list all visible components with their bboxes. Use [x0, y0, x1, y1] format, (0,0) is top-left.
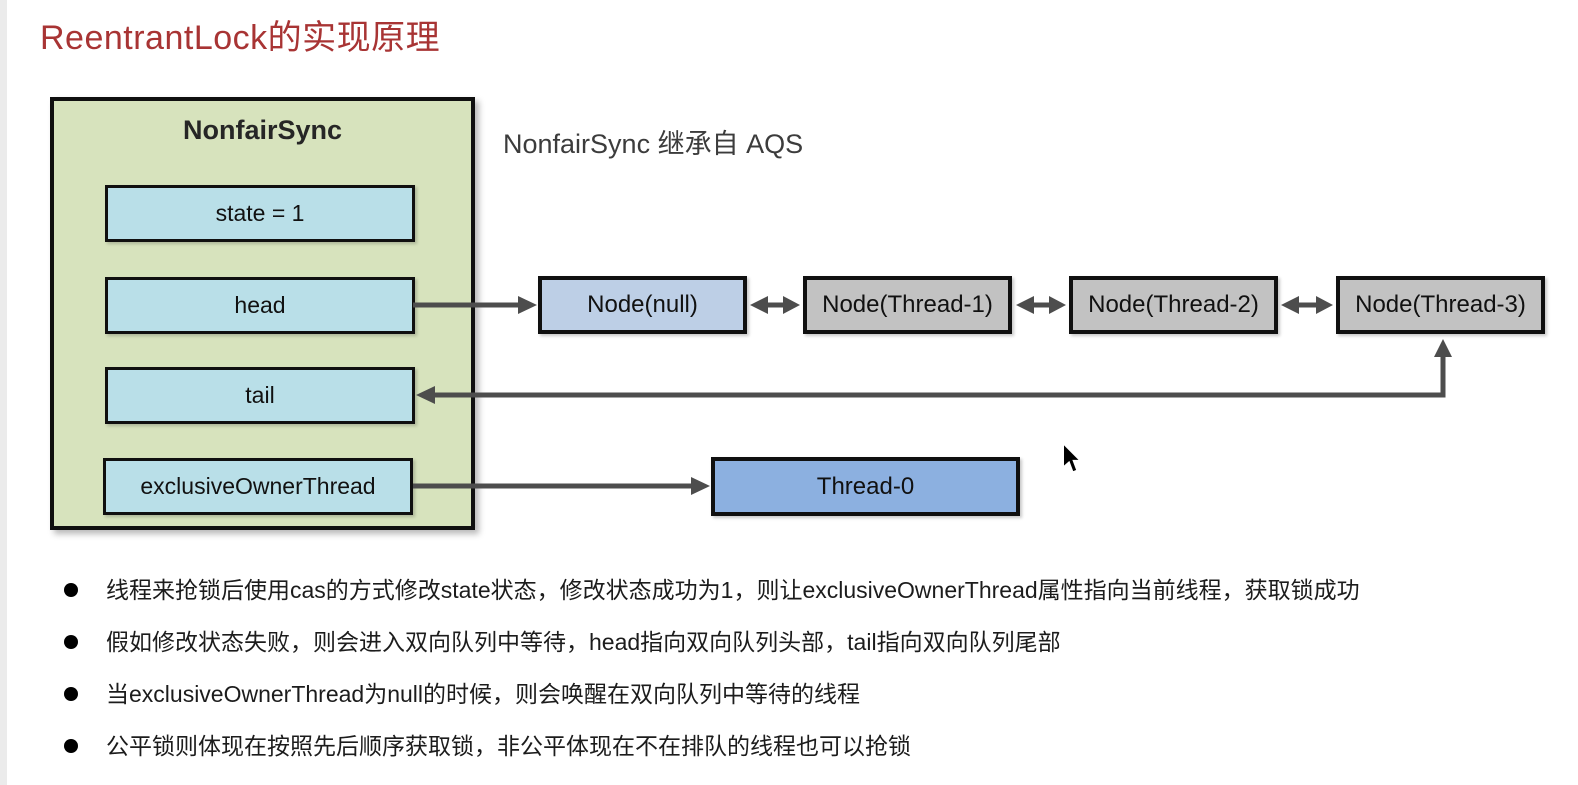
- page-title: ReentrantLock的实现原理: [40, 19, 441, 57]
- note-text: 公平锁则体现在按照先后顺序获取锁，非公平体现在不在排队的线程也可以抢锁: [106, 733, 911, 759]
- head-field-box: head: [105, 277, 415, 334]
- tail-node3-arrow: [416, 339, 1452, 404]
- node2-node3-biarrow: [1281, 296, 1333, 314]
- note-text: 当exclusiveOwnerThread为null的时候，则会唤醒在双向队列中…: [106, 681, 861, 707]
- node-thread2-box: Node(Thread-2): [1069, 276, 1278, 334]
- node-thread1-box: Node(Thread-1): [803, 276, 1012, 334]
- tail-field-box: tail: [105, 367, 415, 424]
- node1-node2-biarrow: [1016, 296, 1066, 314]
- node0-node1-biarrow: [750, 296, 800, 314]
- state-field-box: state = 1: [105, 185, 415, 242]
- thread0-box: Thread-0: [711, 457, 1020, 516]
- exclusive-owner-thread-field-box: exclusiveOwnerThread: [103, 458, 413, 515]
- bullet-icon: [64, 583, 78, 597]
- bullet-icon: [64, 635, 78, 649]
- node-thread3-box: Node(Thread-3): [1336, 276, 1545, 334]
- bullet-icon: [64, 687, 78, 701]
- note-row: 假如修改状态失败，则会进入双向队列中等待，head指向双向队列头部，tail指向…: [64, 628, 1544, 656]
- note-row: 线程来抢锁后使用cas的方式修改state状态，修改状态成功为1，则让exclu…: [64, 576, 1544, 604]
- nonfairsync-title: NonfairSync: [182, 115, 343, 145]
- mouse-cursor-icon: [1062, 444, 1082, 473]
- nonfairsync-container: NonfairSync state = 1 head tail exclusiv…: [50, 97, 475, 530]
- bullet-icon: [64, 739, 78, 753]
- note-row: 公平锁则体现在按照先后顺序获取锁，非公平体现在不在排队的线程也可以抢锁: [64, 732, 1544, 760]
- note-text: 线程来抢锁后使用cas的方式修改state状态，修改状态成功为1，则让exclu…: [106, 577, 1360, 603]
- node-null-box: Node(null): [538, 276, 747, 334]
- notes-list: 线程来抢锁后使用cas的方式修改state状态，修改状态成功为1，则让exclu…: [64, 576, 1544, 784]
- left-edge-strip: [0, 0, 7, 785]
- aqs-inheritance-note: NonfairSync 继承自 AQS: [503, 129, 804, 159]
- note-row: 当exclusiveOwnerThread为null的时候，则会唤醒在双向队列中…: [64, 680, 1544, 708]
- note-text: 假如修改状态失败，则会进入双向队列中等待，head指向双向队列头部，tail指向…: [106, 629, 1061, 655]
